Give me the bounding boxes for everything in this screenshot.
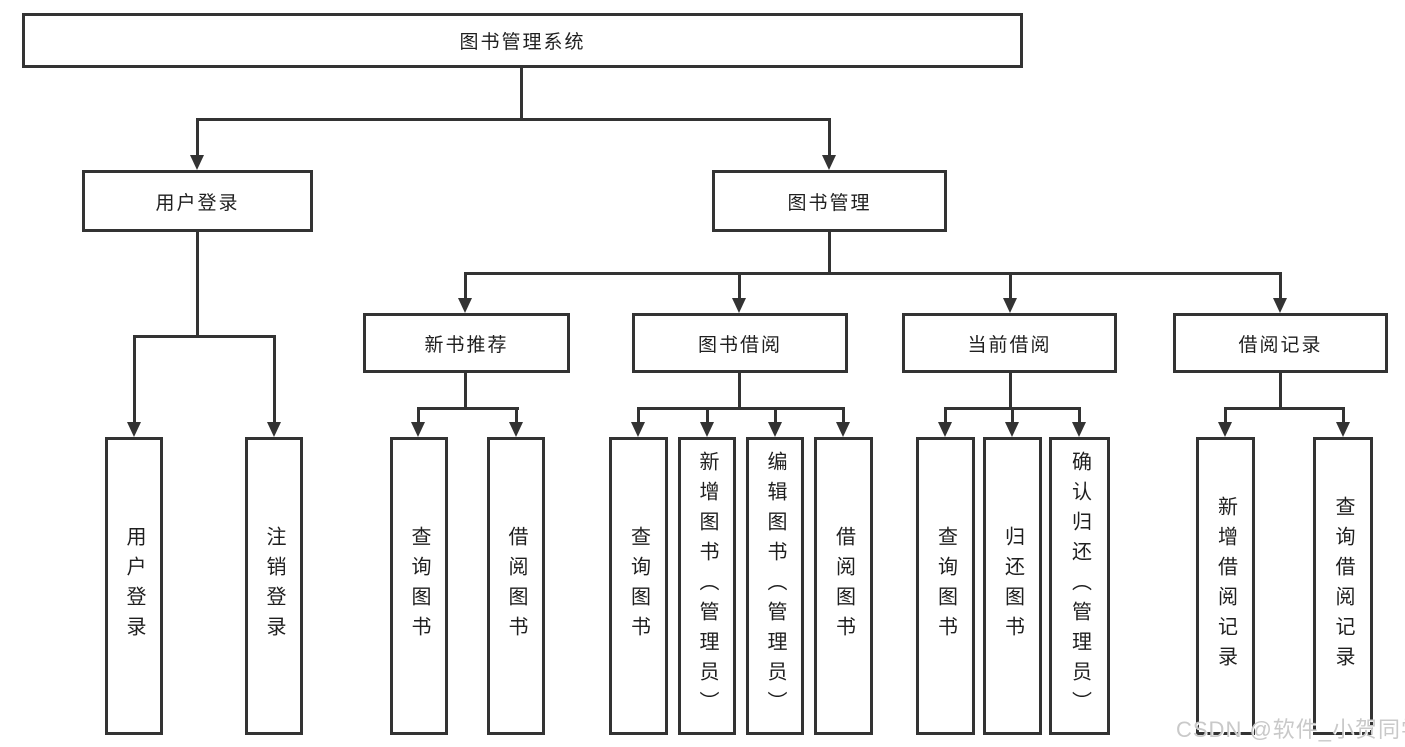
arrow-down-icon (700, 422, 714, 437)
connector-root-stub (520, 68, 523, 120)
leaf-label: 注销登录 (263, 526, 285, 646)
connector-records-drop-1 (1224, 407, 1227, 424)
leaf-label: 借阅图书 (832, 526, 855, 646)
leaf-confirm-return-admin: 确认归还（管理员） (1049, 437, 1110, 735)
leaf-query-books-borrow: 查询图书 (609, 437, 668, 735)
connector-user-login-drop-2 (273, 335, 276, 424)
arrow-down-icon (732, 298, 746, 313)
connector-root-rail (196, 118, 831, 121)
arrow-down-icon (768, 422, 782, 437)
connector-book-mgmt-drop-2 (738, 272, 741, 300)
connector-current-drop-2 (1011, 407, 1014, 424)
connector-borrow-stub (738, 371, 741, 409)
arrow-down-icon (836, 422, 850, 437)
connector-records-drop-2 (1342, 407, 1345, 424)
node-label: 当前借阅 (967, 334, 1052, 356)
arrow-down-icon (411, 422, 425, 437)
connector-book-mgmt-rail (464, 272, 1282, 275)
connector-root-drop-left (196, 118, 199, 158)
connector-new-rec-rail (417, 407, 519, 410)
connector-user-login-stub (196, 230, 199, 337)
node-borrow-records: 借阅记录 (1173, 313, 1388, 373)
arrow-down-icon (1005, 422, 1019, 437)
arrow-down-icon (1003, 298, 1017, 313)
node-current-borrow: 当前借阅 (902, 313, 1117, 373)
leaf-borrow-books: 借阅图书 (814, 437, 873, 735)
connector-borrow-drop-1 (637, 407, 640, 424)
leaf-label: 查询借阅记录 (1332, 496, 1354, 676)
node-new-book-recommend: 新书推荐 (363, 313, 570, 373)
leaf-label: 新增图书（管理员） (696, 451, 718, 721)
connector-current-drop-1 (944, 407, 947, 424)
connector-book-mgmt-stub (828, 230, 831, 274)
connector-borrow-drop-4 (842, 407, 845, 424)
connector-borrow-drop-2 (706, 407, 709, 424)
connector-new-rec-drop-1 (417, 407, 420, 424)
connector-user-login-rail (133, 335, 276, 338)
leaf-return-books: 归还图书 (983, 437, 1042, 735)
connector-new-rec-stub (464, 371, 467, 409)
connector-current-drop-3 (1078, 407, 1081, 424)
leaf-edit-books-admin: 编辑图书（管理员） (746, 437, 804, 735)
node-book-management: 图书管理 (712, 170, 947, 232)
leaf-query-books-recommend: 查询图书 (390, 437, 448, 735)
node-user-login: 用户登录 (82, 170, 313, 232)
connector-book-mgmt-drop-4 (1279, 272, 1282, 300)
leaf-label: 编辑图书（管理员） (764, 451, 786, 721)
connector-user-login-drop-1 (133, 335, 136, 424)
leaf-add-borrow-record: 新增借阅记录 (1196, 437, 1255, 735)
connector-current-stub (1009, 371, 1012, 409)
leaf-logout: 注销登录 (245, 437, 303, 735)
arrow-down-icon (458, 298, 472, 313)
leaf-add-books-admin: 新增图书（管理员） (678, 437, 736, 735)
arrow-down-icon (190, 155, 204, 170)
arrow-down-icon (1072, 422, 1086, 437)
connector-records-stub (1279, 371, 1282, 409)
connector-borrow-rail (637, 407, 845, 410)
connector-book-mgmt-drop-1 (464, 272, 467, 300)
leaf-label: 查询图书 (627, 526, 650, 646)
leaf-query-books-current: 查询图书 (916, 437, 975, 735)
arrow-down-icon (1218, 422, 1232, 437)
leaf-label: 新增借阅记录 (1214, 496, 1237, 676)
node-label: 图书管理 (787, 192, 872, 214)
node-label: 用户登录 (155, 192, 240, 214)
csdn-watermark: CSDN @软件_小贺同学 (1176, 717, 1405, 742)
leaf-query-borrow-record: 查询借阅记录 (1313, 437, 1373, 735)
node-book-borrow: 图书借阅 (632, 313, 848, 373)
arrow-down-icon (127, 422, 141, 437)
leaf-label: 查询图书 (408, 526, 430, 646)
leaf-label: 用户登录 (123, 526, 145, 646)
arrow-down-icon (509, 422, 523, 437)
connector-records-rail (1224, 407, 1344, 410)
arrow-down-icon (1336, 422, 1350, 437)
arrow-down-icon (631, 422, 645, 437)
leaf-borrow-books-recommend: 借阅图书 (487, 437, 545, 735)
node-label: 图书借阅 (697, 334, 782, 356)
node-root: 图书管理系统 (22, 13, 1023, 68)
connector-new-rec-drop-2 (515, 407, 518, 424)
arrow-down-icon (822, 155, 836, 170)
leaf-label: 借阅图书 (505, 526, 527, 646)
arrow-down-icon (267, 422, 281, 437)
node-label: 新书推荐 (424, 334, 509, 356)
leaf-label: 查询图书 (934, 526, 957, 646)
arrow-down-icon (938, 422, 952, 437)
connector-book-mgmt-drop-3 (1009, 272, 1012, 300)
leaf-user-login: 用户登录 (105, 437, 163, 735)
node-label: 借阅记录 (1238, 334, 1323, 356)
connector-borrow-drop-3 (774, 407, 777, 424)
leaf-label: 归还图书 (1001, 526, 1024, 646)
leaf-label: 确认归还（管理员） (1068, 451, 1091, 721)
arrow-down-icon (1273, 298, 1287, 313)
connector-root-drop-right (828, 118, 831, 158)
node-root-label: 图书管理系统 (459, 32, 586, 53)
